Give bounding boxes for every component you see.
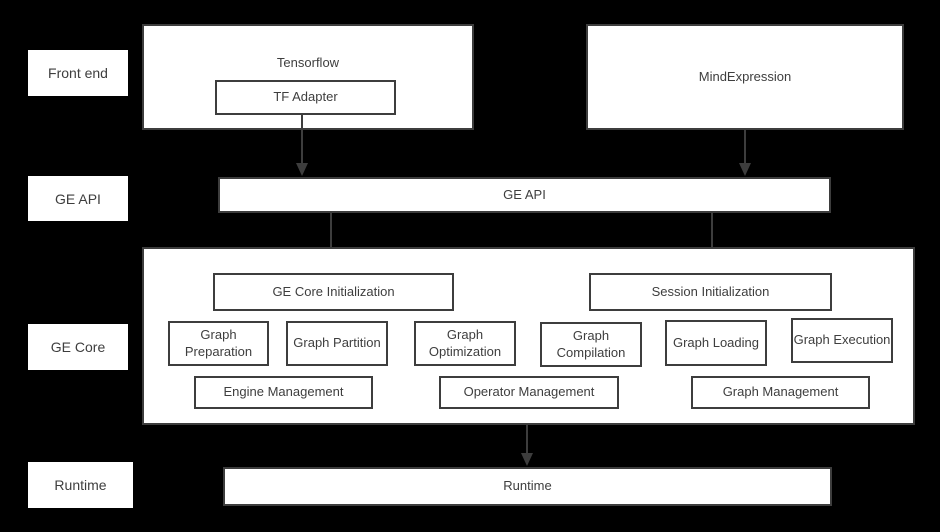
session-initialization-box: Session Initialization xyxy=(589,273,832,311)
operator-management-label: Operator Management xyxy=(463,384,595,400)
engine-management-box: Engine Management xyxy=(194,376,373,409)
layer-label-ge-api-text: GE API xyxy=(55,190,101,207)
layer-label-ge-core-text: GE Core xyxy=(50,339,106,355)
runtime-bar-label: Runtime xyxy=(503,478,552,494)
ge-core-initialization-label: GE Core Initialization xyxy=(272,283,395,299)
graph-loading-box: Graph Loading xyxy=(665,320,767,366)
layer-label-runtime-text: Runtime xyxy=(54,477,107,493)
graph-partition-box: Graph Partition xyxy=(286,321,388,366)
tensorflow-label: Tensorflow xyxy=(276,55,340,70)
layer-label-front-end: Front end xyxy=(28,50,128,96)
tf-adapter-label: TF Adapter xyxy=(273,89,338,105)
graph-compilation-box: Graph Compilation xyxy=(540,322,642,367)
graph-optimization-box: Graph Optimization xyxy=(414,321,516,366)
graph-optimization-label: Graph Optimization xyxy=(428,327,502,359)
graph-management-label: Graph Management xyxy=(722,384,839,400)
operator-management-box: Operator Management xyxy=(439,376,619,409)
graph-execution-label: Graph Execution xyxy=(793,332,891,348)
graph-preparation-label: Graph Preparation xyxy=(184,327,253,359)
ge-api-bar: GE API xyxy=(218,177,831,213)
mindexpression-label: MindExpression xyxy=(698,68,792,84)
graph-preparation-box: Graph Preparation xyxy=(168,321,269,366)
layer-label-ge-core: GE Core xyxy=(28,324,128,370)
graph-partition-label: Graph Partition xyxy=(293,335,381,351)
graph-loading-label: Graph Loading xyxy=(672,334,759,350)
tf-adapter-box: TF Adapter xyxy=(215,80,396,115)
engine-management-label: Engine Management xyxy=(223,384,344,400)
layer-label-runtime: Runtime xyxy=(28,462,133,508)
ge-core-box: GE Core Initialization Session Initializ… xyxy=(142,247,915,425)
graph-execution-box: Graph Execution xyxy=(791,318,893,363)
tensorflow-box: Tensorflow TF Adapter xyxy=(142,24,474,130)
ge-api-bar-label: GE API xyxy=(503,186,546,202)
runtime-bar: Runtime xyxy=(223,467,832,506)
session-initialization-label: Session Initialization xyxy=(651,283,770,299)
graph-compilation-label: Graph Compilation xyxy=(556,328,626,360)
layer-label-front-end-text: Front end xyxy=(48,65,108,81)
mindexpression-box: MindExpression xyxy=(586,24,904,130)
ge-core-initialization-box: GE Core Initialization xyxy=(213,273,454,311)
layer-label-ge-api: GE API xyxy=(28,176,128,221)
graph-management-box: Graph Management xyxy=(691,376,870,409)
